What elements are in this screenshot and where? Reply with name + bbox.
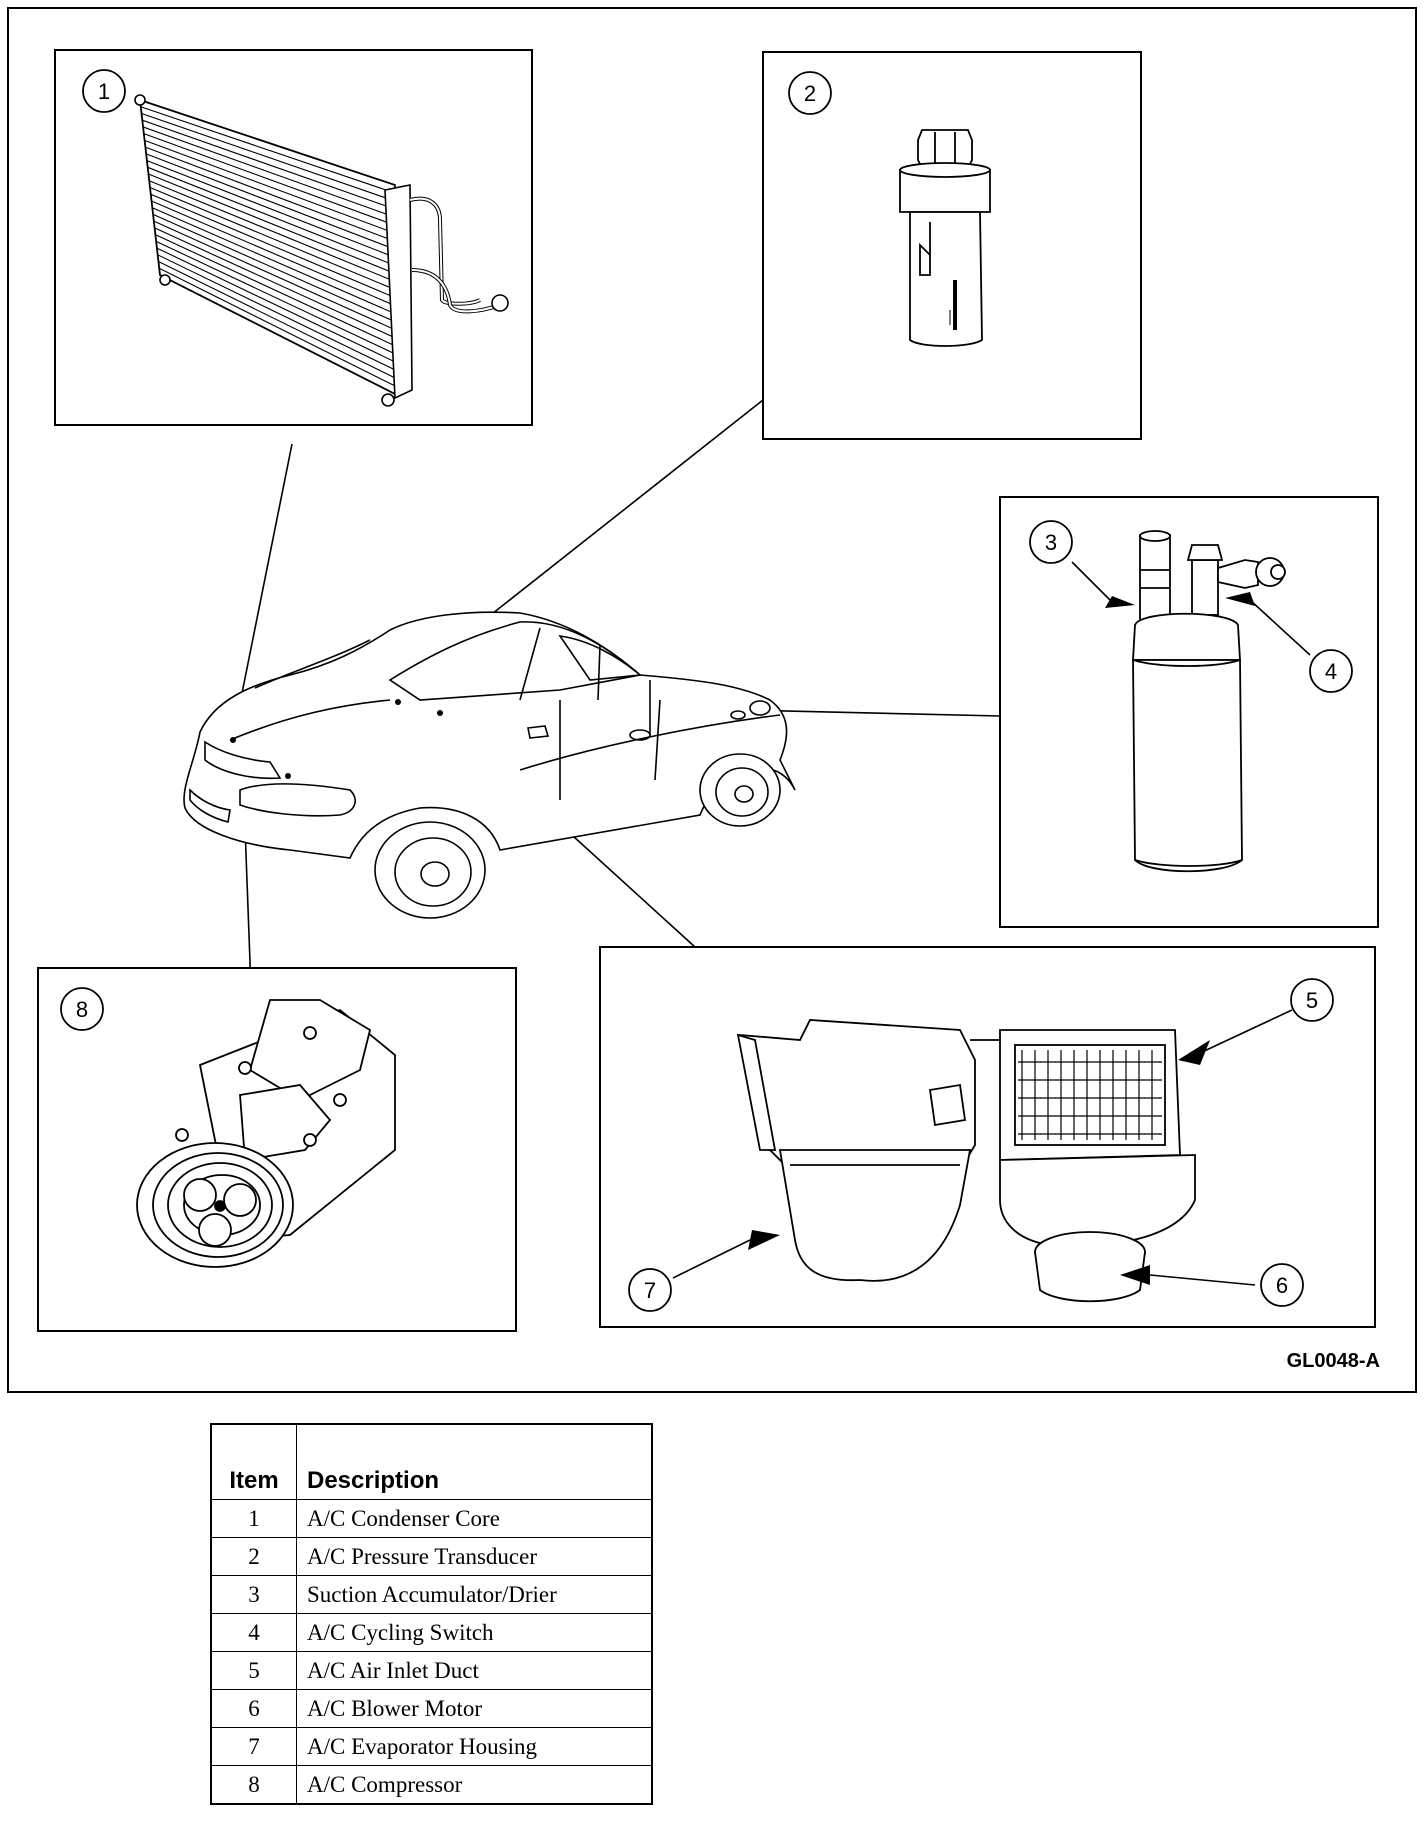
legend-row: 6 A/C Blower Motor — [210, 1689, 653, 1728]
callouts: 1 2 3 4 5 6 7 8 — [60, 69, 1353, 1312]
legend-row: 8 A/C Compressor — [210, 1765, 653, 1805]
legend-header-description: Description — [296, 1423, 653, 1500]
legend-row: 7 A/C Evaporator Housing — [210, 1727, 653, 1766]
legend-item-description: A/C Air Inlet Duct — [296, 1651, 653, 1690]
callout-7-label: 7 — [644, 1278, 656, 1303]
callout-5-label: 5 — [1306, 988, 1318, 1013]
legend-item-description: A/C Evaporator Housing — [296, 1727, 653, 1766]
legend-row: 4 A/C Cycling Switch — [210, 1613, 653, 1652]
legend-row: 3 Suction Accumulator/Drier — [210, 1575, 653, 1614]
car-illustration — [183, 611, 796, 919]
callout-8: 8 — [60, 987, 104, 1031]
legend-item-description: A/C Compressor — [296, 1765, 653, 1805]
legend-item-description: A/C Pressure Transducer — [296, 1537, 653, 1576]
diagram-frame — [7, 7, 1417, 1393]
callout-1: 1 — [82, 69, 126, 113]
transducer-illustration — [899, 129, 991, 347]
legend-item-number: 1 — [210, 1499, 297, 1538]
compressor-illustration — [136, 999, 396, 1268]
legend-item-description: Suction Accumulator/Drier — [296, 1575, 653, 1614]
ac-system-diagram: 1 2 3 4 5 6 7 8 GL0048-A — [7, 7, 1417, 1393]
legend-header-row: Item Description — [210, 1423, 653, 1500]
callout-1-label: 1 — [98, 79, 110, 104]
condenser-fins — [140, 106, 398, 388]
legend-row: 5 A/C Air Inlet Duct — [210, 1651, 653, 1690]
arrow-6 — [1120, 1265, 1150, 1285]
arrow-5 — [1178, 1040, 1210, 1065]
legend-item-description: A/C Cycling Switch — [296, 1613, 653, 1652]
arrow-7 — [748, 1230, 780, 1250]
figure-id: GL0048-A — [1287, 1350, 1380, 1372]
legend-item-number: 6 — [210, 1689, 297, 1728]
callout-3-label: 3 — [1045, 530, 1057, 555]
leader-dots — [230, 699, 443, 779]
callout-2-label: 2 — [804, 81, 816, 106]
panel-compressor — [37, 967, 517, 1332]
arrow-4 — [1225, 592, 1255, 606]
leader-line-compressor — [243, 799, 251, 968]
accumulator-illustration — [1132, 530, 1286, 873]
legend-item-number: 4 — [210, 1613, 297, 1652]
legend-item-number: 5 — [210, 1651, 297, 1690]
callout-4-label: 4 — [1325, 659, 1337, 684]
callout-2: 2 — [788, 71, 832, 115]
panel-condenser — [54, 49, 533, 426]
callout-8-label: 8 — [76, 997, 88, 1022]
callout-5: 5 — [1290, 978, 1334, 1022]
legend-item-number: 7 — [210, 1727, 297, 1766]
callout-7: 7 — [628, 1268, 672, 1312]
legend-item-number: 3 — [210, 1575, 297, 1614]
legend-row: 2 A/C Pressure Transducer — [210, 1537, 653, 1576]
legend-row: 1 A/C Condenser Core — [210, 1499, 653, 1538]
callout-6: 6 — [1260, 1263, 1304, 1307]
panel-accumulator — [999, 496, 1379, 928]
legend-header-item: Item — [210, 1423, 297, 1500]
legend-item-description: A/C Blower Motor — [296, 1689, 653, 1728]
panel-hvac-module — [599, 946, 1376, 1328]
panel-pressure-transducer — [762, 51, 1142, 440]
legend-item-number: 2 — [210, 1537, 297, 1576]
callout-4: 4 — [1309, 649, 1353, 693]
legend-table: Item Description 1 A/C Condenser Core 2 … — [210, 1423, 653, 1805]
hvac-illustration — [736, 1019, 1196, 1303]
arrow-3 — [1105, 596, 1135, 608]
callout-6-label: 6 — [1276, 1273, 1288, 1298]
callout-3: 3 — [1029, 520, 1073, 564]
leader-line-condenser — [232, 443, 293, 739]
legend-item-number: 8 — [210, 1765, 297, 1805]
legend-item-description: A/C Condenser Core — [296, 1499, 653, 1538]
